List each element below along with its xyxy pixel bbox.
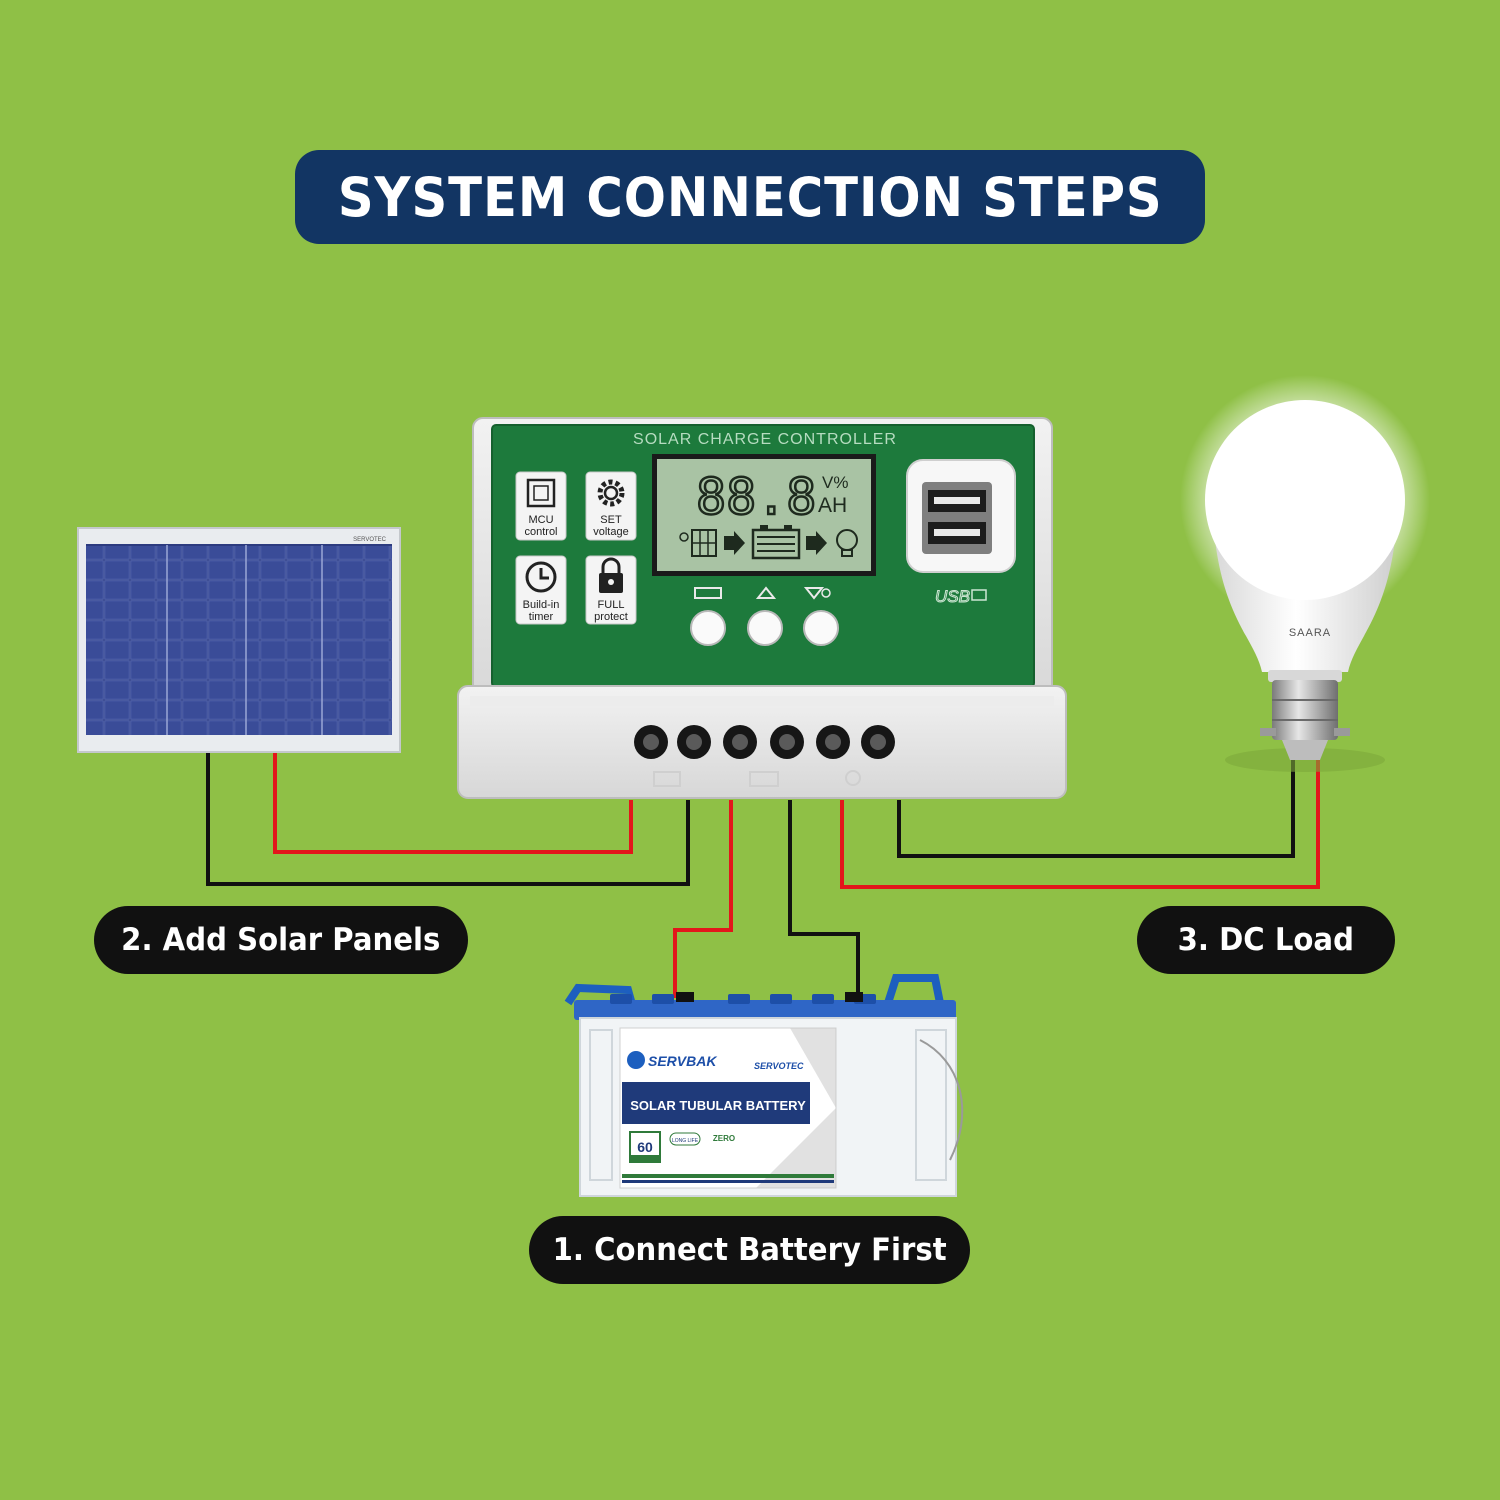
battery-negative-wire [788, 800, 860, 998]
usb-label: USB [935, 587, 970, 606]
panel-brand: SERVOTEC [353, 537, 387, 543]
battery-brand: SERVBAK [648, 1053, 717, 1069]
chip-icon [526, 478, 556, 508]
terminal-screws [634, 725, 895, 759]
svg-text:timer: timer [529, 611, 554, 623]
svg-text:control: control [524, 526, 557, 538]
globe-icon [627, 1051, 645, 1069]
charge-controller: SOLAR CHARGE CONTROLLER MCU control SET … [457, 417, 1067, 799]
up-icon [755, 586, 777, 599]
lcd-battery-icon [751, 528, 801, 560]
usb-battery-icon [971, 589, 987, 601]
step-add-solar-panels: 2. Add Solar Panels [94, 906, 468, 974]
battery-sub-brand: SERVOTEC [754, 1061, 804, 1071]
lcd-status-icons [679, 525, 858, 560]
gear-icon [597, 479, 625, 507]
sun-icon [679, 532, 689, 542]
arrow-right-icon-2 [806, 531, 827, 555]
step-dc-load: 3. DC Load [1137, 906, 1395, 974]
svg-text:voltage: voltage [593, 526, 628, 538]
bulb-brand: SAARA [1289, 627, 1331, 639]
lcd-display: 88.8 V% AH [652, 454, 876, 576]
step-dc-load-label: 3. DC Load [1177, 922, 1355, 958]
solar-panel: SERVOTEC [77, 527, 401, 753]
battery-long-life: LONG LIFE [672, 1138, 699, 1144]
mcu-control-tile: MCU control [515, 471, 567, 541]
lcd-unit-top: V% [822, 473, 848, 492]
light-bulb: SAARA [1180, 375, 1430, 772]
step-connect-battery: 1. Connect Battery First [529, 1216, 970, 1284]
controller-heading: SOLAR CHARGE CONTROLLER [633, 431, 897, 448]
controller-buttons [690, 586, 839, 646]
set-voltage-tile: SET voltage [585, 471, 637, 541]
lcd-unit-bottom: AH [818, 494, 847, 517]
battery-positive-wire [673, 800, 733, 998]
up-button [747, 610, 783, 646]
page-title: SYSTEM CONNECTION STEPS [337, 165, 1163, 229]
full-protect-tile: FULL protect [585, 555, 637, 625]
clock-icon [525, 561, 557, 593]
solar-positive-wire [273, 752, 633, 854]
step-connect-battery-label: 1. Connect Battery First [552, 1232, 947, 1268]
mode-button [690, 610, 726, 646]
down-button [803, 610, 839, 646]
solar-negative-wire [206, 752, 690, 886]
load-positive-wire [840, 760, 1320, 889]
title-banner: SYSTEM CONNECTION STEPS [295, 150, 1205, 244]
battery-warranty: 60 [637, 1139, 653, 1155]
usb-port: USB [906, 459, 1016, 607]
build-in-timer-tile: Build-in timer [515, 555, 567, 625]
mode-icon [694, 587, 722, 599]
battery-label: SOLAR TUBULAR BATTERY [630, 1098, 806, 1113]
arrow-right-icon [724, 531, 745, 555]
battery-zero: ZERO [713, 1134, 735, 1143]
load-negative-wire [897, 760, 1295, 858]
lcd-digits: 88.8 [696, 468, 816, 526]
terminal-symbols [653, 770, 861, 787]
battery: SERVBAK SERVOTEC SOLAR TUBULAR BATTERY 6… [564, 974, 964, 1197]
svg-text:FULL: FULL [598, 599, 625, 611]
step-add-solar-panels-label: 2. Add Solar Panels [121, 922, 441, 958]
svg-text:SET: SET [600, 514, 622, 526]
svg-text:MCU: MCU [528, 514, 553, 526]
wires [206, 752, 1320, 998]
svg-text:protect: protect [594, 611, 628, 623]
lock-icon [601, 557, 621, 574]
svg-text:Build-in: Build-in [523, 599, 560, 611]
down-icon [803, 587, 825, 600]
